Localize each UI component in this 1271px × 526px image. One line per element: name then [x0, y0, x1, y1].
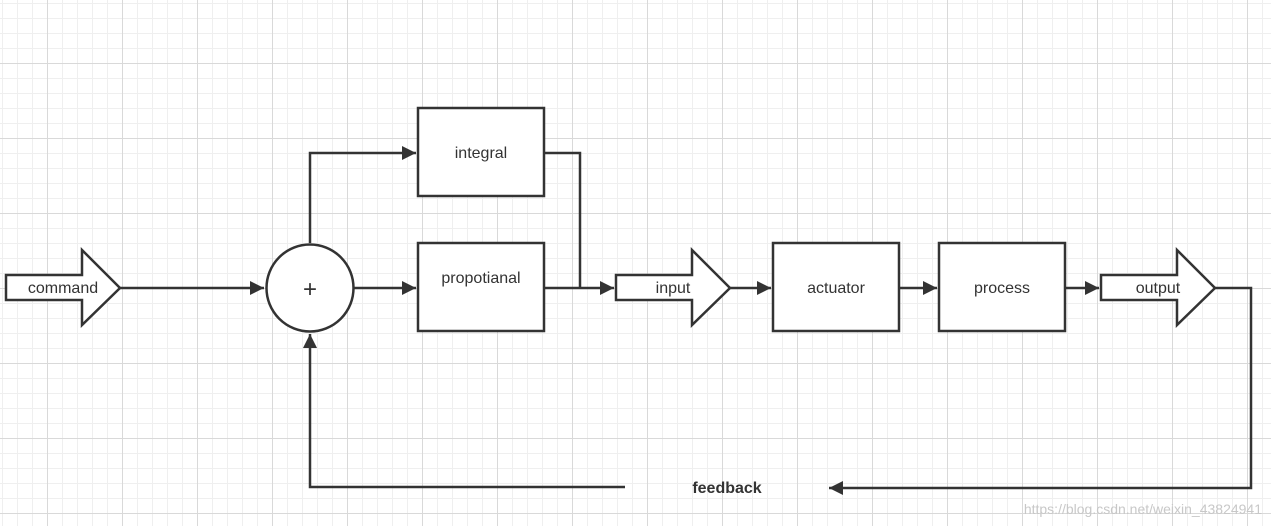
- input-label: input: [656, 280, 691, 297]
- process-block: [937, 241, 1067, 333]
- edge-integral-to-junction: [544, 151, 582, 288]
- feedback-label: feedback: [692, 480, 761, 497]
- input-arrow-shape: [614, 246, 732, 328]
- command-label: command: [28, 280, 98, 297]
- integral-label: integral: [455, 145, 507, 162]
- watermark-text: https://blog.csdn.net/weixin_43824941: [1024, 501, 1262, 517]
- actuator-block: [771, 241, 901, 333]
- summing-junction-symbol: +: [303, 276, 317, 303]
- command-arrow-shape: [4, 246, 122, 328]
- process-label: process: [974, 280, 1030, 297]
- proportional-block: [416, 241, 546, 333]
- actuator-label: actuator: [807, 280, 865, 297]
- integral-block: [416, 106, 546, 198]
- edge-output-to-feedback: [829, 286, 1253, 495]
- output-arrow-shape: [1099, 246, 1217, 328]
- proportional-label: propotianal: [441, 270, 520, 287]
- edge-feedback-to-sum: [303, 334, 625, 489]
- summing-junction: [265, 243, 355, 333]
- output-label: output: [1136, 280, 1181, 297]
- edge-sum-to-integral: [308, 146, 416, 243]
